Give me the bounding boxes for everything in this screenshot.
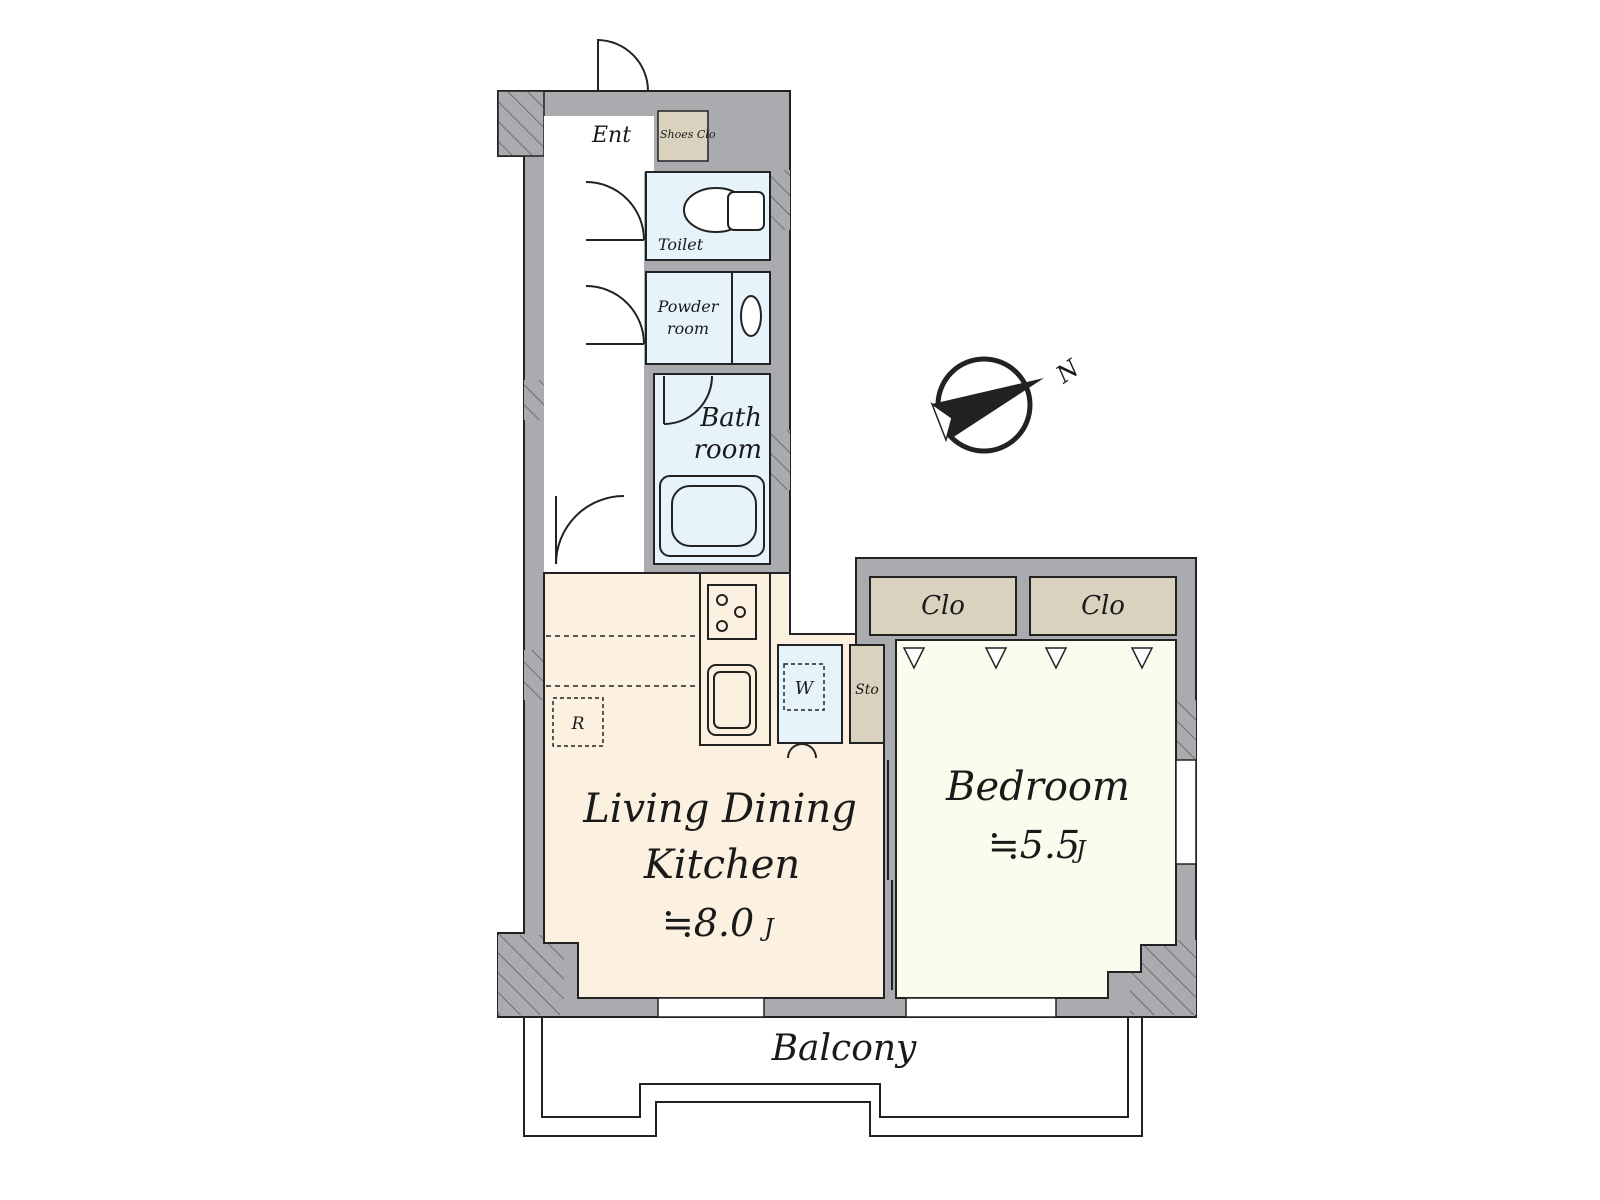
windows bbox=[657, 759, 1197, 1018]
hallway-floor bbox=[544, 170, 644, 573]
fixtures bbox=[546, 187, 825, 747]
bedroom-window bbox=[905, 997, 1057, 1018]
wall-hatch-left-low bbox=[524, 650, 544, 700]
ldk-label-1: Living Dining bbox=[582, 786, 857, 832]
burner-3-icon bbox=[716, 620, 728, 632]
closet-door-marker bbox=[902, 647, 926, 670]
toilet-label: Toilet bbox=[658, 235, 704, 254]
powder-room-label-2: room bbox=[667, 319, 709, 338]
toilet-tank-icon bbox=[727, 191, 765, 231]
entrance-label: Ent bbox=[591, 123, 631, 148]
washer-door-icon[interactable] bbox=[787, 742, 817, 759]
bedroom-size: ≒5.5 bbox=[988, 823, 1080, 867]
burner-2-icon bbox=[734, 606, 746, 618]
wall-hatch-bedroom-right bbox=[1176, 700, 1196, 760]
storage-floor bbox=[849, 644, 885, 744]
closet-2-label: Clo bbox=[1081, 591, 1125, 621]
north-label: N bbox=[1050, 353, 1085, 389]
bathroom-door-icon[interactable] bbox=[663, 375, 713, 425]
closet-door-marker bbox=[1130, 647, 1154, 670]
doors bbox=[555, 38, 893, 990]
wall-hatch-left-mid bbox=[524, 380, 544, 420]
kitchen-counter bbox=[699, 572, 771, 746]
ldk-door-icon[interactable] bbox=[555, 495, 625, 565]
closet-2-floor bbox=[1029, 576, 1177, 636]
ldk-label-2: Kitchen bbox=[643, 842, 800, 888]
wall-hatch-right-top bbox=[770, 170, 790, 230]
closet-door-markers bbox=[902, 647, 1154, 670]
wall-hatch-top-left bbox=[497, 90, 545, 157]
bathtub-inner bbox=[671, 485, 757, 547]
refrigerator-spot bbox=[552, 697, 604, 747]
wall-hatch-right-mid bbox=[770, 430, 790, 490]
kitchen-sink-inner bbox=[713, 671, 751, 729]
shoes-closet-label: Shoes Clo bbox=[660, 128, 716, 141]
ldk-size: ≒8.0 bbox=[662, 901, 754, 945]
powder-door-icon[interactable] bbox=[585, 285, 645, 345]
washer-spot bbox=[783, 663, 825, 711]
toilet-door-icon[interactable] bbox=[585, 181, 645, 241]
powder-room-label-1: Powder bbox=[657, 297, 720, 316]
washer-area bbox=[777, 644, 843, 744]
burner-1-icon bbox=[716, 594, 728, 606]
ldk-window bbox=[657, 997, 765, 1018]
balcony-outline bbox=[523, 1016, 1143, 1137]
balcony-label: Balcony bbox=[771, 1028, 917, 1069]
entrance-floor bbox=[544, 116, 654, 172]
floors bbox=[543, 110, 1177, 999]
closet-1-floor bbox=[869, 576, 1017, 636]
bathroom-label-2: room bbox=[694, 435, 762, 465]
closet-door-marker bbox=[984, 647, 1008, 670]
storage-label: Sto bbox=[855, 682, 879, 698]
closet-door-marker bbox=[1044, 647, 1068, 670]
room-labels: Ent Shoes Clo Toilet Powder room Bath ro… bbox=[571, 123, 1130, 1069]
stove-icon bbox=[707, 584, 757, 640]
bedroom-label: Bedroom bbox=[945, 764, 1130, 810]
kitchen-sink-icon bbox=[707, 664, 757, 736]
entrance-door-icon[interactable] bbox=[597, 38, 649, 92]
bathroom-label-1: Bath bbox=[699, 403, 762, 433]
refrigerator-label: R bbox=[571, 714, 585, 734]
closet-1-label: Clo bbox=[921, 591, 965, 621]
bedroom-floor bbox=[895, 639, 1177, 999]
shoes-closet-floor bbox=[657, 110, 709, 162]
bathtub-icon bbox=[659, 475, 765, 557]
wall-hatch-bottom-left bbox=[498, 935, 564, 1015]
north-arrow-icon bbox=[932, 378, 1044, 438]
sink-icon bbox=[740, 295, 762, 337]
compass: N bbox=[930, 353, 1085, 454]
washer-label: W bbox=[795, 678, 815, 699]
north-arrow-tail bbox=[930, 401, 953, 443]
bedroom-side-window bbox=[1175, 759, 1197, 865]
